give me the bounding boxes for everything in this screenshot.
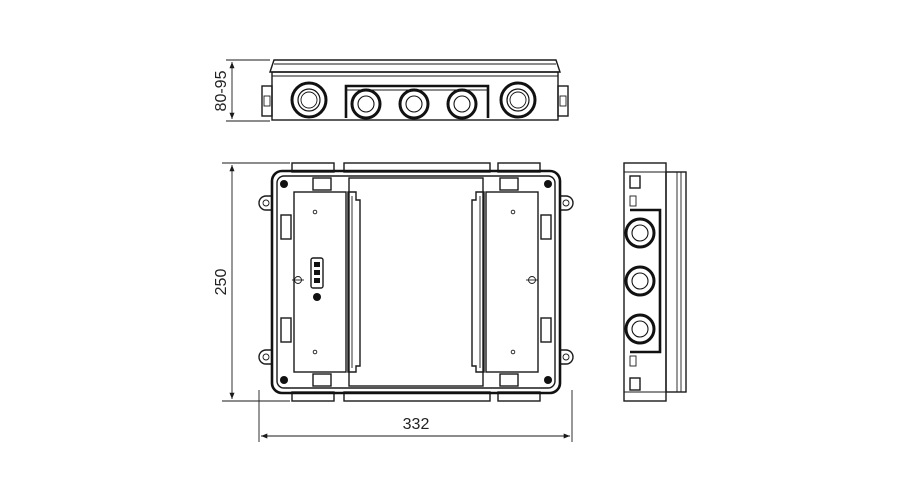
top-view-grommet bbox=[499, 81, 537, 119]
top-view-bracket bbox=[344, 84, 490, 118]
height-dimension-label: 250 bbox=[213, 269, 230, 296]
top-view-grommet bbox=[350, 88, 382, 120]
top-view-grommet bbox=[290, 81, 328, 119]
left-din-rail bbox=[347, 191, 361, 373]
depth-dimension-label: 80-95 bbox=[213, 70, 230, 111]
height-dimension: 250 bbox=[213, 162, 290, 402]
corner-screw bbox=[544, 180, 552, 188]
top-view-grommet bbox=[398, 88, 430, 120]
depth-dimension: 80-95 bbox=[213, 59, 270, 122]
mounting-ear bbox=[258, 349, 272, 365]
mounting-ear bbox=[560, 349, 574, 365]
right-mounting-plate bbox=[485, 191, 539, 373]
mounting-ear bbox=[560, 195, 574, 211]
corner-screw bbox=[280, 180, 288, 188]
side-view-grommet bbox=[624, 217, 656, 249]
corner-screw bbox=[280, 376, 288, 384]
front-view: 250 332 bbox=[213, 162, 574, 442]
right-din-rail bbox=[471, 191, 485, 373]
mounting-ear bbox=[258, 195, 272, 211]
side-view-grommet bbox=[624, 265, 656, 297]
left-mounting-plate bbox=[293, 191, 347, 373]
top-view-lid bbox=[269, 59, 561, 73]
top-view: 80-95 bbox=[213, 59, 569, 122]
width-dimension: 332 bbox=[258, 390, 573, 442]
top-view-grommet bbox=[446, 88, 478, 120]
side-view-bracket bbox=[630, 208, 662, 354]
corner-screw bbox=[544, 376, 552, 384]
side-view bbox=[623, 162, 687, 402]
earth-terminal bbox=[310, 257, 324, 301]
side-view-grommet bbox=[624, 313, 656, 345]
width-dimension-label: 332 bbox=[403, 416, 430, 433]
front-view-outer-body bbox=[270, 169, 562, 395]
side-view-lid bbox=[665, 171, 687, 393]
